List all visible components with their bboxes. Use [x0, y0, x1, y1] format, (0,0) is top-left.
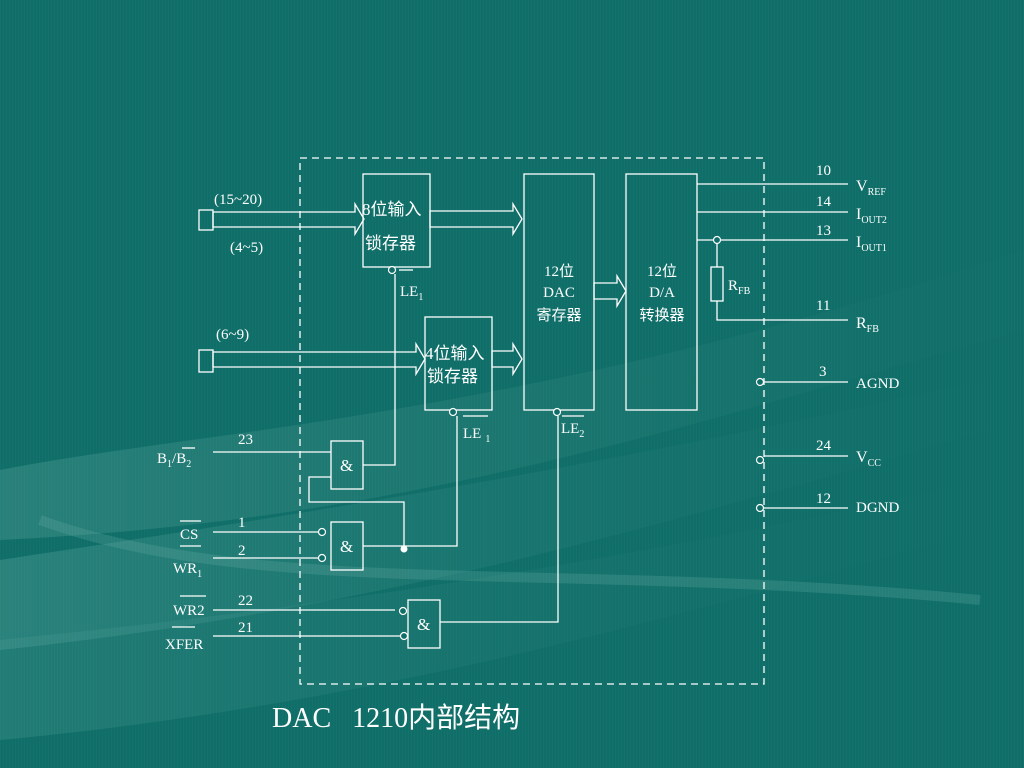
- pin-number-10: 10: [816, 163, 831, 179]
- pin-number-1: 1: [238, 515, 246, 531]
- wr1-bubble: [317, 553, 327, 563]
- pin-name-vref: VREF: [856, 178, 886, 198]
- le1-top-label: LE1: [400, 284, 423, 303]
- pin-number-24: 24: [816, 438, 832, 454]
- diagram-caption: DAC 1210内部结构: [272, 702, 520, 734]
- latch-8bit: [362, 173, 431, 268]
- pin-name-wr1: WR1: [173, 561, 202, 580]
- latch8-label-2: 锁存器: [365, 234, 416, 253]
- da-converter-label-3: 转换器: [639, 307, 684, 324]
- pin-number-12: 12: [816, 491, 831, 507]
- le2-bubble: [552, 407, 562, 417]
- bus-arrow-latch4-reg: [491, 341, 523, 377]
- vcc-node: [755, 455, 765, 465]
- bus-arrow-lower-in: [212, 341, 426, 377]
- wire-rfb-out: [716, 301, 848, 321]
- pin-name-vcc: VCC: [856, 449, 881, 469]
- pin-name-cs: CS: [180, 527, 198, 543]
- pin-name-iout2: IOUT2: [856, 206, 887, 226]
- pin-number-22: 22: [238, 593, 253, 609]
- bus-arrow-latch8-reg: [429, 201, 523, 237]
- pin-number-23: 23: [238, 432, 253, 448]
- le2-label: LE2: [561, 421, 584, 440]
- iout1-node: [712, 235, 722, 245]
- wire-gate3-le2: [440, 416, 559, 623]
- pin-name-xfer: XFER: [165, 637, 203, 653]
- dac-register-label-1: 12位: [544, 263, 574, 280]
- pin-number-13: 13: [816, 223, 831, 239]
- cs-bubble: [317, 527, 327, 537]
- latch-4bit: [424, 316, 493, 411]
- dgnd-node: [755, 503, 765, 513]
- and-gate-cs-wr-symbol: &: [340, 537, 353, 556]
- bus-connector-lower: [198, 349, 214, 373]
- wire-gate2-to-gate1: [308, 476, 405, 546]
- rfb-resistor-label: RFB: [728, 278, 751, 297]
- chip-outline: [299, 157, 765, 685]
- pin-name-agnd: AGND: [856, 376, 899, 392]
- pin-number-2: 2: [238, 543, 246, 559]
- and-gate-xfer-symbol: &: [417, 615, 430, 634]
- pin-name-b1b2: B1/B2: [157, 451, 191, 470]
- dac-register-label-3: 寄存器: [536, 306, 581, 324]
- pin-name-iout1: IOUT1: [856, 234, 887, 254]
- agnd-node: [755, 377, 765, 387]
- pin-name-dgnd: DGND: [856, 500, 899, 516]
- da-converter-label-1: 12位: [647, 263, 677, 280]
- pin-name-wr2: WR2: [173, 603, 205, 619]
- da-converter: [625, 173, 698, 411]
- bus-label-4-5: (4~5): [230, 240, 263, 256]
- le1-mid-bubble: [448, 407, 458, 417]
- junction-dot: [400, 545, 408, 553]
- da-converter-label-2: D/A: [649, 285, 675, 301]
- bus-label-15-20: (15~20): [214, 192, 262, 208]
- and-gate-b1b2-symbol: &: [340, 456, 353, 475]
- rfb-resistor: [710, 266, 724, 302]
- pin-number-3: 3: [819, 364, 827, 380]
- dac-register-label-2: DAC: [543, 285, 575, 301]
- pin-number-21: 21: [238, 620, 253, 636]
- latch8-label-1: 8位输入: [362, 200, 422, 219]
- wire-gate1-le1top: [363, 274, 396, 466]
- bus-arrow-reg-da: [593, 273, 627, 309]
- le1-top-bubble: [387, 265, 397, 275]
- latch4-label-1: 4位输入: [425, 344, 485, 363]
- pin-name-rfb: RFB: [856, 315, 879, 335]
- xfer-bubble: [399, 631, 409, 641]
- wire-gate2-le1mid: [363, 416, 458, 547]
- bus-label-6-9: (6~9): [216, 327, 249, 343]
- bus-arrow-top-in: [212, 201, 365, 237]
- pin-number-11: 11: [816, 298, 830, 314]
- pin-number-14: 14: [816, 194, 832, 210]
- bus-connector-top: [198, 209, 214, 231]
- latch4-label-2: 锁存器: [427, 367, 478, 386]
- wr2-bubble: [398, 606, 408, 616]
- and-gate-xfer: [407, 599, 441, 649]
